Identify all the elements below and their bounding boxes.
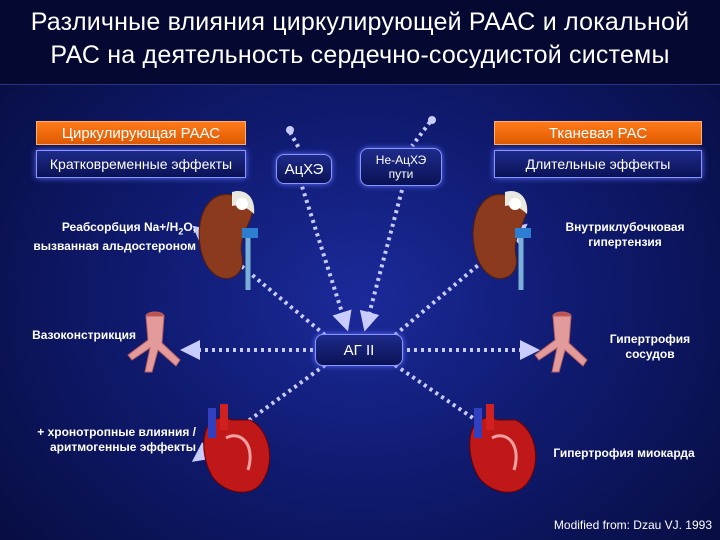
artery-icon bbox=[127, 311, 181, 373]
title-band: Различные влияния циркулирующей РААС и л… bbox=[0, 0, 720, 85]
reabsorption-label: Реабсорбция Na+/H2O, вызванная альдостер… bbox=[6, 220, 196, 254]
chronotropic-line-1: + хронотропные влияния / bbox=[37, 425, 196, 439]
angiotensin-ii-label: АГ II bbox=[343, 341, 375, 359]
arrow-top-right-to-nonace bbox=[410, 120, 432, 148]
myocardial-hypertrophy-label: Гипертрофия миокарда bbox=[553, 446, 695, 460]
reabsorption-line-1b: O, bbox=[183, 220, 196, 234]
circulating-raas-label: Циркулирующая РААС bbox=[61, 124, 221, 142]
reabsorption-line-1a: Реабсорбция Na+/H bbox=[61, 220, 179, 234]
source-dot-left bbox=[286, 126, 294, 134]
non-ace-line-2: пути bbox=[388, 167, 414, 181]
vascular-line-1: Гипертрофия bbox=[609, 332, 691, 346]
reabsorption-subscript: 2 bbox=[178, 226, 184, 237]
chronotropic-label: + хронотропные влияния / аритмогенные эф… bbox=[4, 425, 196, 455]
non-ace-line-1: Не-АцХЭ bbox=[375, 153, 427, 167]
non-ace-box: Не-АцХЭ пути bbox=[360, 148, 442, 186]
tissue-ras-label: Тканевая РАС bbox=[548, 124, 648, 142]
kidney-icon bbox=[198, 190, 258, 290]
circulating-raas-header: Циркулирующая РААС bbox=[36, 121, 246, 145]
angiotensin-ii-node: АГ II bbox=[315, 334, 403, 366]
glomerular-hypertension-label: Внутриклубочковая гипертензия bbox=[540, 220, 710, 250]
glomerular-line-1: Внутриклубочковая bbox=[565, 220, 685, 234]
chronotropic-line-2: аритмогенные эффекты bbox=[49, 440, 196, 454]
kidney-icon bbox=[472, 190, 531, 290]
tissue-ras-header: Тканевая РАС bbox=[494, 121, 702, 145]
heart-icon bbox=[203, 404, 271, 493]
short-term-effects-box: Кратковременные эффекты bbox=[36, 150, 246, 178]
arrow-ace-to-ang2 bbox=[298, 179, 352, 332]
source-dot-right bbox=[428, 116, 436, 124]
vascular-hypertrophy-label: Гипертрофия сосудов bbox=[590, 332, 710, 362]
long-term-effects-box: Длительные эффекты bbox=[494, 150, 702, 178]
ace-label: АцХЭ bbox=[284, 160, 324, 178]
ace-box: АцХЭ bbox=[276, 154, 332, 184]
vasoconstriction-label: Вазоконстрикция bbox=[32, 328, 136, 342]
arrow-top-left-to-ace bbox=[288, 131, 302, 151]
arrow-nonace-to-ang2 bbox=[359, 189, 404, 332]
title-line-1: Различные влияния циркулирующей РААС и л… bbox=[30, 8, 690, 36]
reabsorption-line-2: вызванная альдостероном bbox=[33, 239, 196, 254]
title-line-2: РАС на деятельность сердечно-сосудистой … bbox=[50, 41, 670, 69]
artery-icon bbox=[534, 311, 588, 373]
vascular-line-2: сосудов bbox=[625, 347, 675, 361]
short-term-effects-label: Кратковременные эффекты bbox=[49, 156, 233, 172]
non-ace-label: Не-АцХЭ пути bbox=[376, 153, 426, 181]
slide-title: Различные влияния циркулирующей РААС и л… bbox=[10, 6, 710, 72]
source-credit: Modified from: Dzau VJ. 1993 bbox=[553, 518, 712, 532]
glomerular-line-2: гипертензия bbox=[588, 235, 662, 249]
long-term-effects-label: Длительные эффекты bbox=[525, 156, 671, 172]
heart-icon bbox=[469, 404, 537, 493]
